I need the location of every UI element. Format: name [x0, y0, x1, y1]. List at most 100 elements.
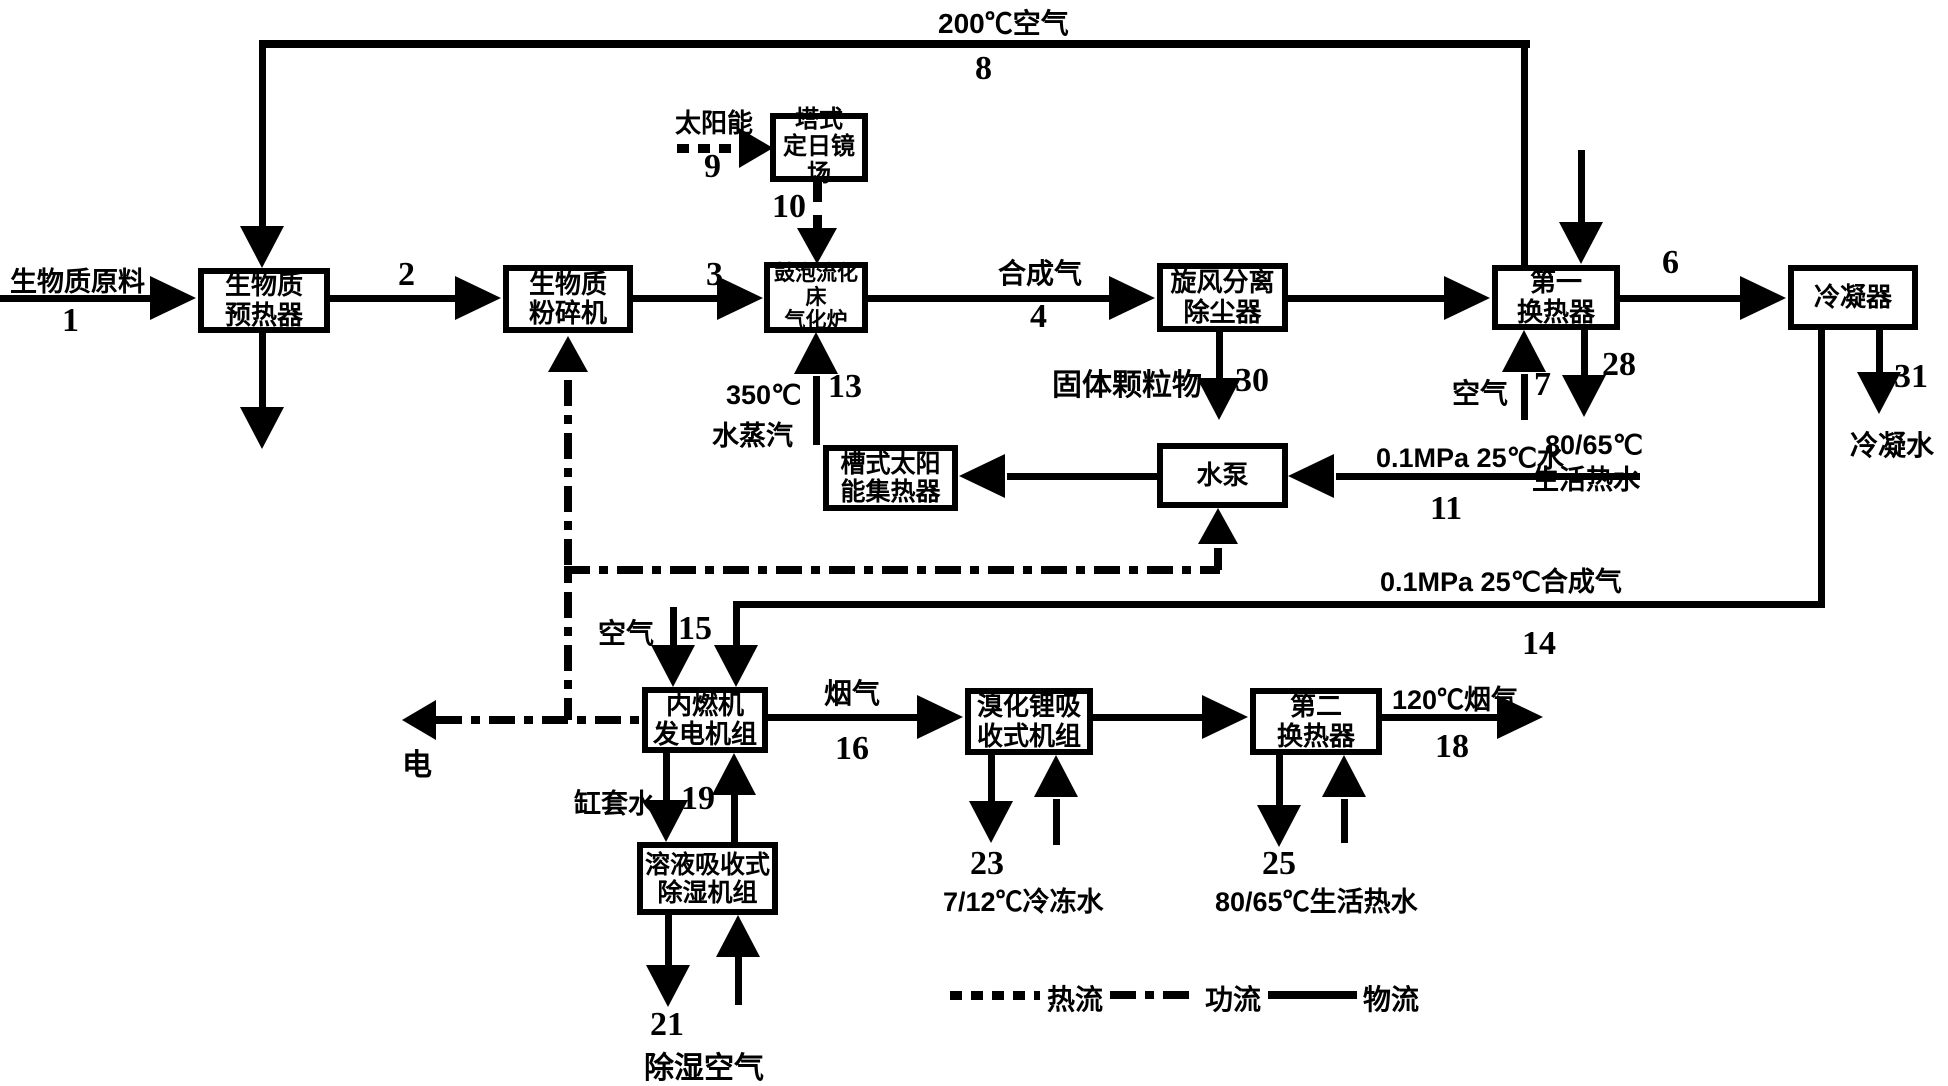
box-condenser: 冷凝器: [1788, 265, 1918, 330]
box-hx2-line2: 换热器: [1277, 722, 1355, 751]
line-dehumid-return: [731, 795, 738, 842]
arrow-15-icon: [651, 645, 695, 687]
label-air200: 200℃空气: [938, 2, 1069, 42]
box-trough-line1: 槽式太阳: [840, 450, 940, 478]
line-pump-to-trough: [1007, 473, 1157, 480]
box-hx1-line2: 换热器: [1517, 298, 1595, 327]
line-30: [1216, 332, 1223, 380]
line-dehumid-air-in: [735, 957, 742, 1005]
box-preheater: 生物质 预热器: [198, 268, 330, 333]
label-biomass-feed: 生物质原料: [10, 260, 145, 299]
line-hx1-top-inlet: [1578, 150, 1585, 224]
label-n28: 28: [1602, 346, 1636, 384]
label-n6: 6: [1662, 244, 1679, 282]
label-steam: 水蒸汽: [712, 414, 793, 453]
arrow-16-icon: [917, 695, 963, 739]
line-31: [1876, 330, 1883, 374]
arrow-down-into-preheater-icon: [240, 226, 284, 268]
line-hx2-up: [1341, 799, 1348, 843]
label-air-hx1: 空气: [1452, 372, 1508, 412]
box-condenser-line1: 冷凝器: [1814, 283, 1892, 312]
arrow-feed-icon: [150, 276, 196, 320]
arrow-9-icon: [739, 128, 773, 168]
label-n13: 13: [828, 368, 862, 406]
label-n23: 23: [970, 845, 1004, 883]
legend-heat-label: 热流: [1047, 978, 1103, 1018]
label-n14: 14: [1522, 625, 1556, 663]
legend-material-line: [1268, 991, 1357, 999]
label-syngas: 合成气: [998, 252, 1082, 292]
label-air-engine: 空气: [598, 612, 654, 652]
label-n30: 30: [1235, 362, 1269, 400]
line-air200-left-drop: [259, 43, 266, 228]
label-n4: 4: [1030, 298, 1047, 336]
label-n18: 18: [1435, 728, 1469, 766]
box-crusher: 生物质 粉碎机: [503, 265, 633, 333]
label-n19: 19: [681, 780, 715, 818]
box-preheater-line1: 生物质: [225, 271, 303, 300]
box-trough-collector: 槽式太阳 能集热器: [823, 445, 958, 511]
line-work-vertical: [564, 380, 572, 720]
line-14-horizontal: [733, 601, 1825, 608]
label-n9: 9: [704, 148, 721, 186]
arrow-3-icon: [717, 276, 763, 320]
arrow-14-into-engine-icon: [714, 645, 758, 687]
box-libr-line2: 收式机组: [977, 722, 1081, 751]
arrow-into-engine-bottom-icon: [712, 753, 756, 795]
arrow-2-icon: [455, 276, 501, 320]
box-preheater-line2: 预热器: [225, 301, 303, 330]
line-23-down: [988, 755, 995, 803]
arrow-hx1-top-inlet-icon: [1559, 222, 1603, 264]
line-15-air: [670, 607, 677, 647]
box-hx1: 第一 换热器: [1492, 265, 1620, 330]
label-chilled-water: 7/12℃冷冻水: [943, 880, 1104, 919]
arrow-work-into-pump-icon: [1198, 508, 1238, 544]
label-electricity: 电: [402, 740, 432, 784]
box-heliostat-line1: 塔式: [795, 107, 843, 134]
box-pump-line1: 水泵: [1196, 461, 1248, 490]
box-crusher-line2: 粉碎机: [529, 299, 607, 328]
box-libr-line1: 溴化锂吸: [977, 692, 1081, 721]
line-libr-up: [1053, 799, 1060, 845]
line-4: [868, 295, 1111, 302]
arrow-hx2-up-icon: [1322, 755, 1366, 797]
box-heliostat-line2: 定日镜场: [776, 134, 862, 188]
arrow-28-icon: [1562, 375, 1606, 417]
arrow-work-into-crusher-icon: [548, 336, 588, 372]
label-n16: 16: [835, 730, 869, 768]
line-7-air-up: [1521, 374, 1528, 420]
label-n21: 21: [650, 1006, 684, 1044]
label-n8: 8: [975, 50, 992, 88]
box-dehumid-line1: 溶液吸收式: [645, 851, 770, 879]
box-gasifier: 鼓泡流化床 气化炉: [764, 262, 868, 333]
label-n2: 2: [398, 256, 415, 294]
arrow-23-icon: [969, 801, 1013, 843]
arrow-libr-up-icon: [1034, 755, 1078, 797]
label-n10: 10: [772, 188, 806, 226]
box-hx1-line1: 第一: [1530, 268, 1582, 297]
label-n3: 3: [706, 256, 723, 294]
label-n7: 7: [1534, 366, 1551, 404]
arrow-10-icon: [797, 228, 837, 264]
line-6: [1620, 295, 1742, 302]
arrow-21-icon: [646, 965, 690, 1007]
box-engine-line1: 内燃机: [666, 691, 744, 720]
label-steam-temp: 350℃: [726, 380, 801, 411]
arrow-4-icon: [1109, 276, 1155, 320]
label-flue-gas: 烟气: [824, 672, 880, 712]
label-jacket-water: 缸套水: [574, 782, 655, 821]
line-work-to-pump: [564, 566, 1220, 574]
box-cyclone: 旋风分离 除尘器: [1157, 263, 1288, 332]
arrow-into-hx2-icon: [1202, 695, 1248, 739]
box-engine-generator: 内燃机 发电机组: [642, 687, 768, 753]
legend-work-line: [1110, 991, 1198, 999]
box-trough-line2: 能集热器: [840, 478, 940, 506]
legend-material-label: 物流: [1363, 978, 1419, 1018]
line-libr-hx2: [1093, 714, 1203, 721]
box-dehumidifier: 溶液吸收式 除湿机组: [637, 842, 778, 915]
legend-heat-line: [950, 991, 1040, 1000]
label-n15: 15: [678, 610, 712, 648]
arrow-dehumid-air-in-icon: [716, 915, 760, 957]
label-syngas-cool: 0.1MPa 25℃合成气: [1380, 560, 1622, 599]
line-air200-top: [259, 40, 1530, 48]
